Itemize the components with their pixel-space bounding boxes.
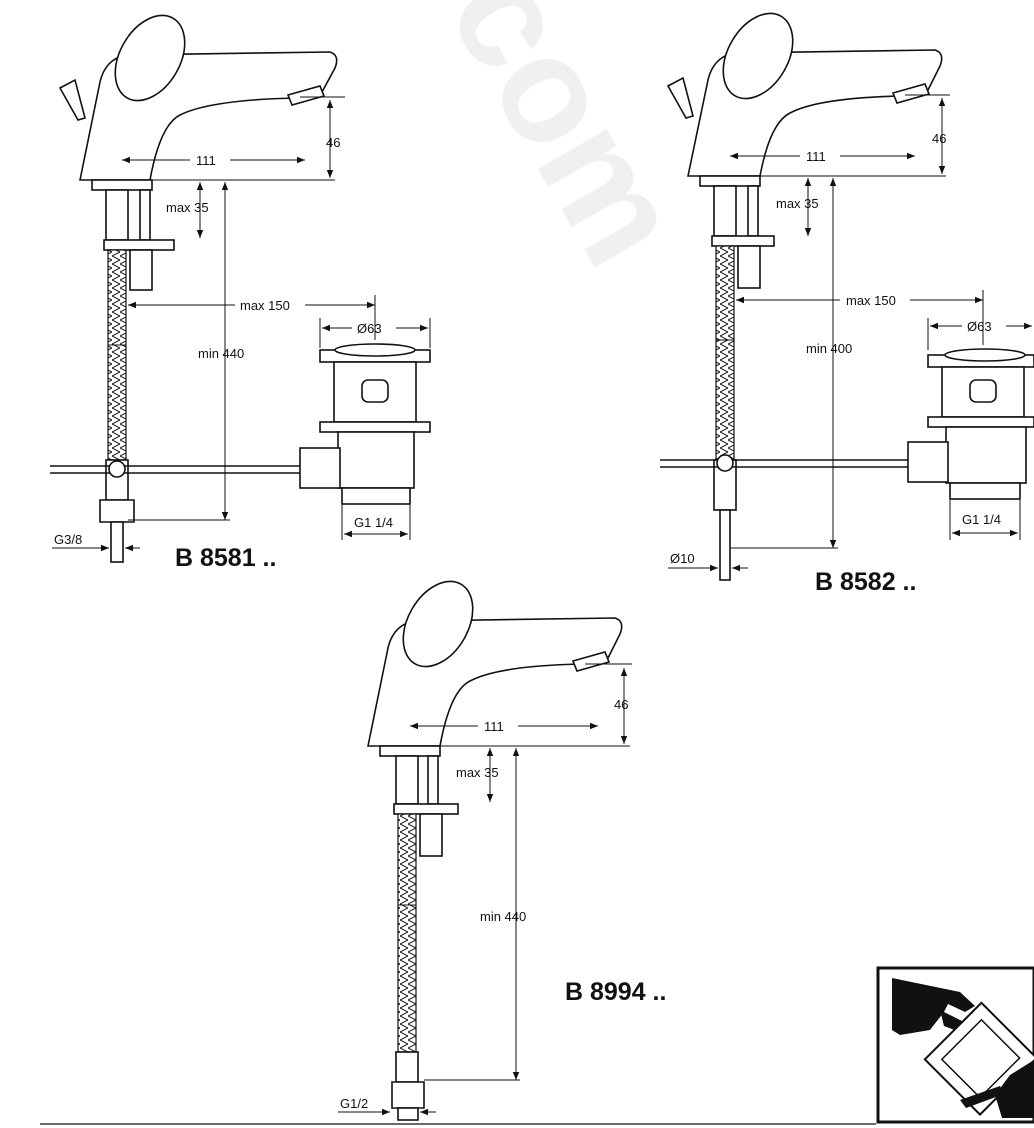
shank [713,185,737,237]
dim-waste-offset: max 150 [846,293,896,308]
dim-hose-length: min 440 [198,346,244,361]
hands-handover-documents-icon [876,966,1034,1124]
dim-waste-diameter: Ø63 [967,319,992,334]
dim-hose-length: min 440 [480,909,526,924]
base-plate [91,179,153,191]
fixing-plate [711,235,775,247]
pop-up-knob [666,76,694,119]
lever-handle [722,12,794,100]
aerator [286,85,326,106]
faucet-drawing-b8582: 46 111 max 35 min 400 max 150 Ø63 G1 1/4… [660,12,1034,596]
dim-connection: G3/8 [54,532,82,547]
dim-waste-offset: max 150 [240,298,290,313]
copper-pipe [719,509,731,581]
braided-hose [715,245,735,461]
aerator [891,83,931,104]
base-plate [699,175,761,187]
model-label: B 8994 .. [565,978,666,1006]
braided-hose [397,813,417,1053]
dim-spout-height: 46 [932,131,946,146]
lever-handle [402,580,474,668]
fixing-plate [393,803,459,815]
dim-deck-thickness: max 35 [776,196,819,211]
shank [105,189,129,241]
dim-waste-thread: G1 1/4 [962,512,1001,527]
shank [395,755,419,805]
lever-handle [114,14,186,102]
dim-spout-reach: 111 [484,719,504,734]
dim-waste-diameter: Ø63 [357,321,382,336]
dim-connection: G1/2 [340,1096,368,1111]
faucet-drawing-b8581: 46 111 max 35 min 440 max 150 Ø63 G1 1/4… [50,14,431,572]
dim-spout-height: 46 [326,135,340,150]
fixing-plate [103,239,175,251]
aerator [571,651,611,672]
dim-waste-thread: G1 1/4 [354,515,393,530]
dim-deck-thickness: max 35 [456,765,499,780]
model-label: B 8582 .. [815,568,916,596]
dim-connection: Ø10 [670,551,695,566]
waste-valve [299,343,431,505]
dim-spout-height: 46 [614,697,628,712]
dim-spout-reach: 111 [806,149,826,164]
base-plate [379,745,441,757]
pop-up-knob [58,78,86,121]
braided-hose [107,249,127,461]
watermark: com [418,0,718,292]
hose-nut [391,1081,425,1109]
dim-deck-thickness: max 35 [166,200,209,215]
faucet-drawing-b8994: 46 111 max 35 min 440 G1/2 B 8994 .. [338,580,666,1121]
model-label: B 8581 .. [175,544,276,572]
dim-hose-length: min 400 [806,341,852,356]
dim-spout-reach: 111 [196,153,216,168]
waste-valve [907,348,1034,500]
hose-nut [99,499,135,523]
